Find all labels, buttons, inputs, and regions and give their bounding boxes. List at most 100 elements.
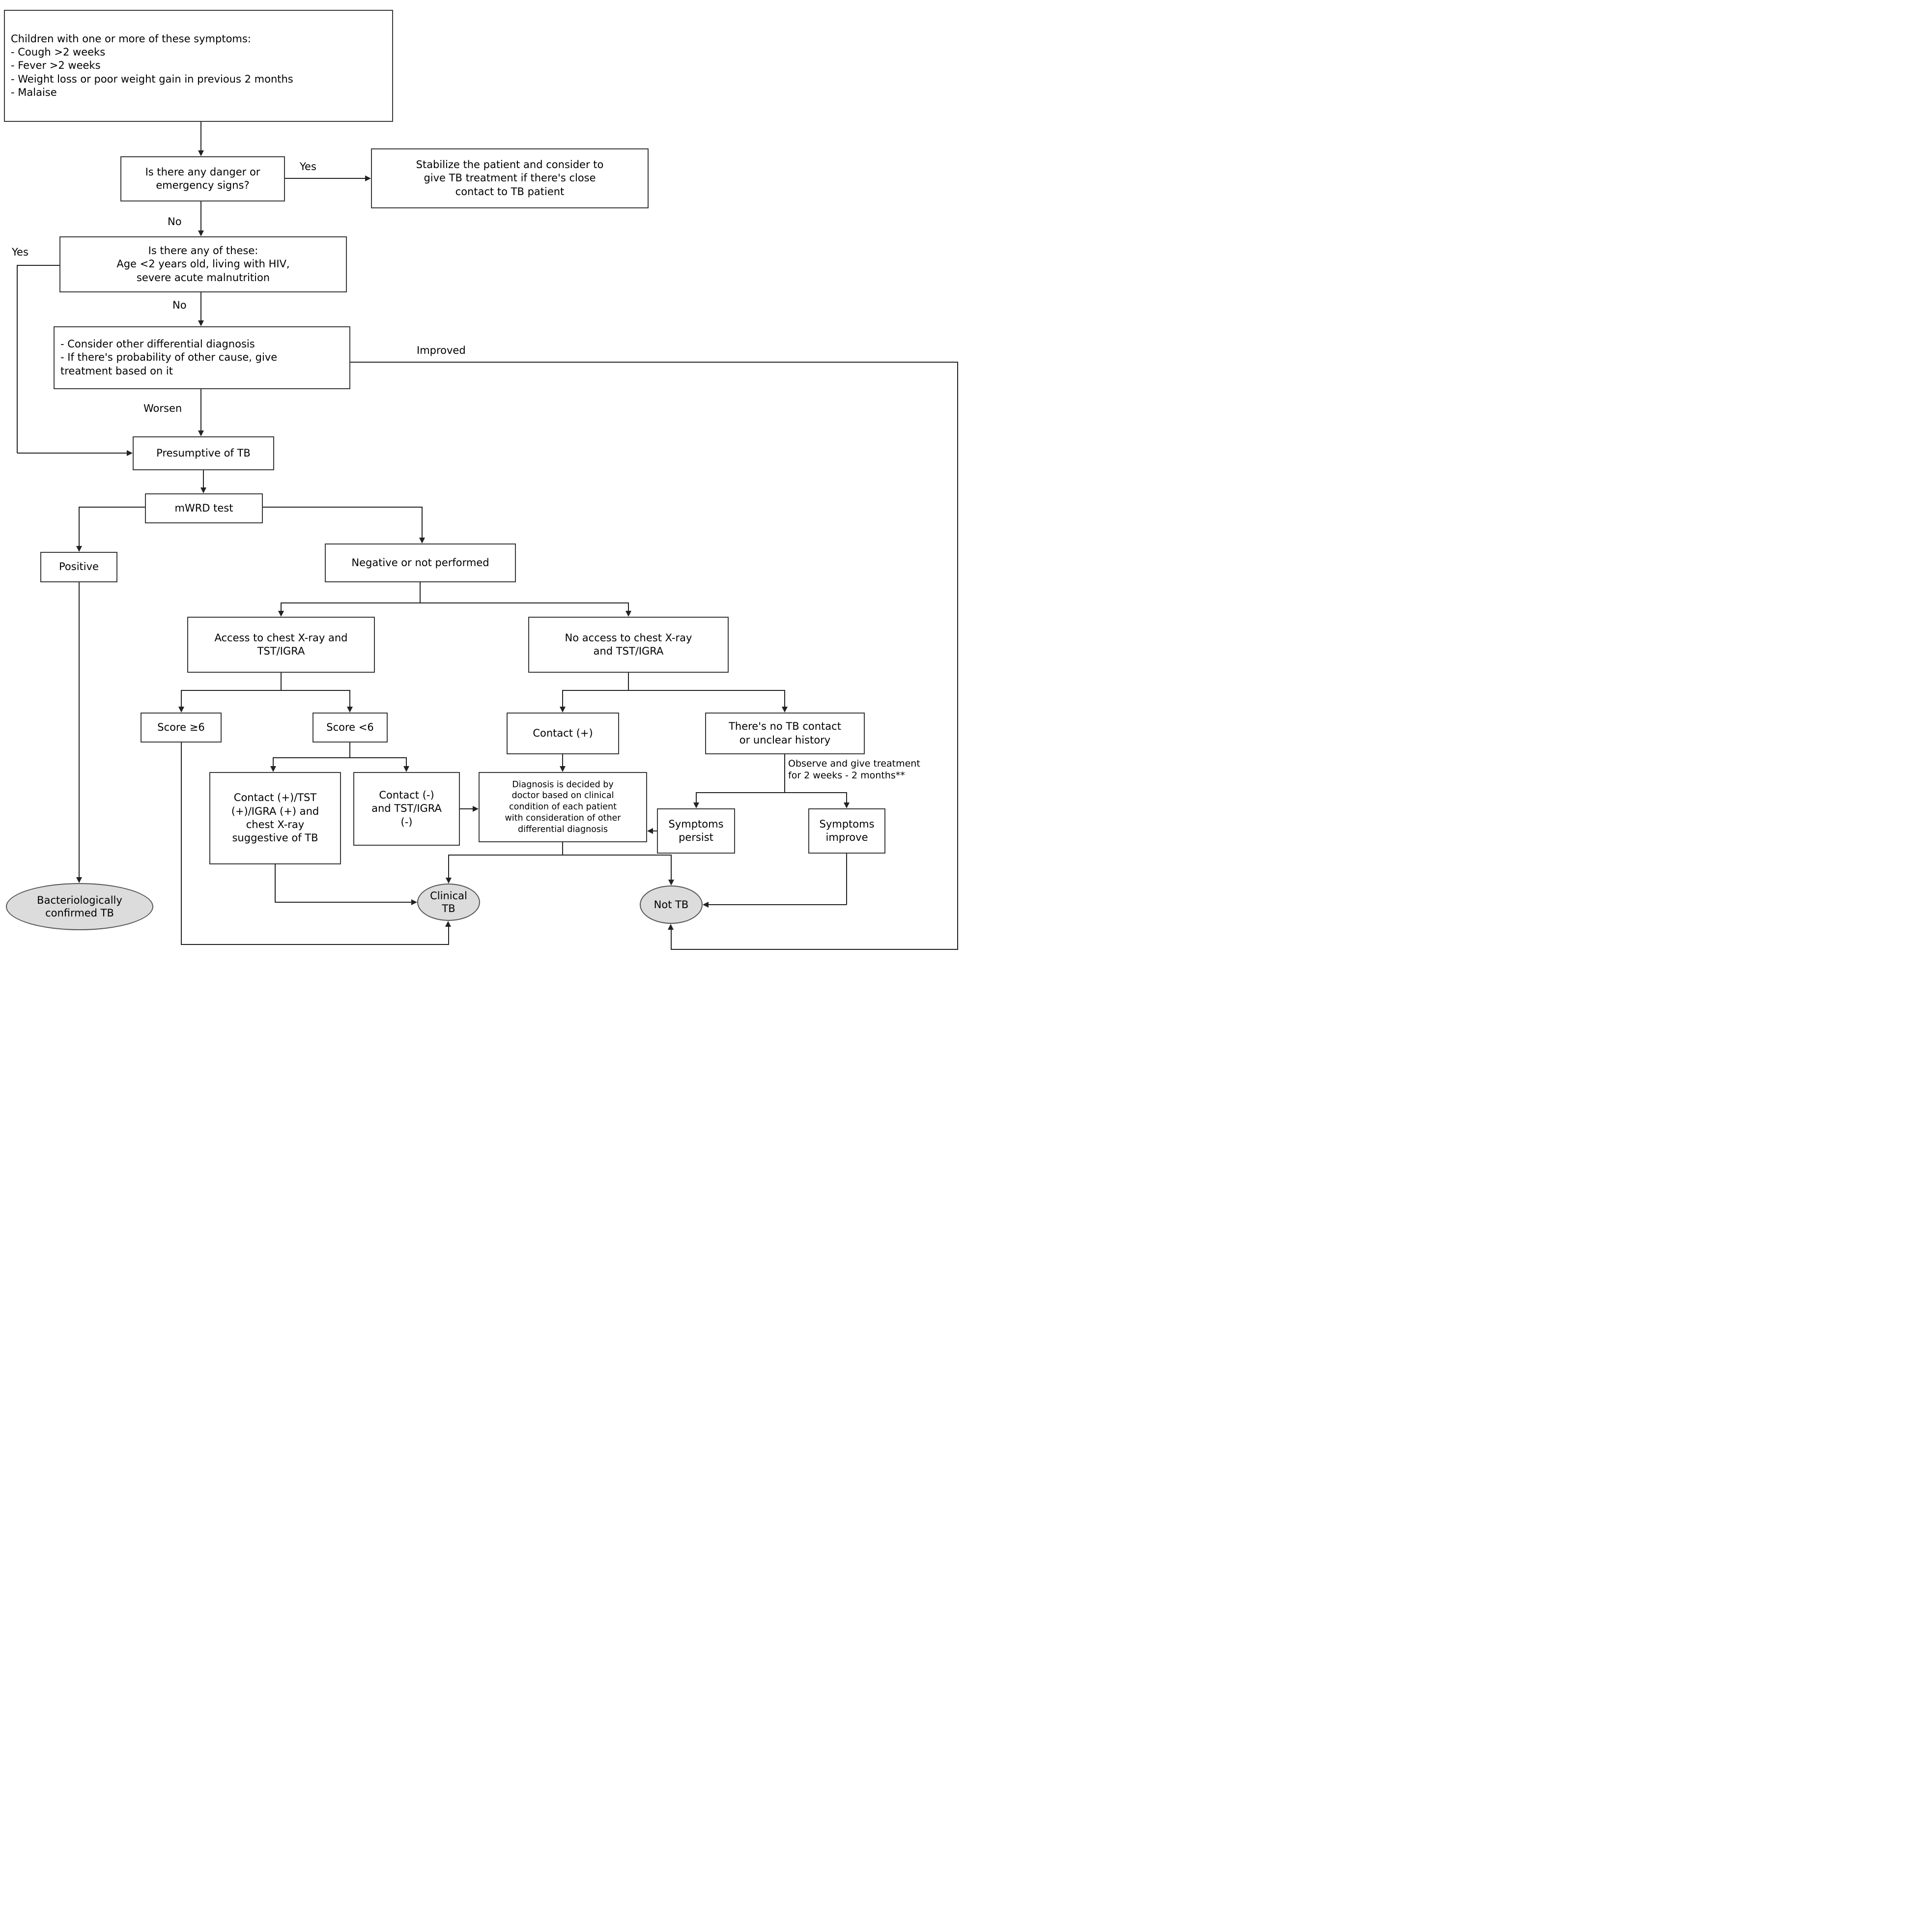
flow-line xyxy=(181,690,182,707)
node-negative: Negative or not performed xyxy=(325,543,516,582)
flow-line xyxy=(349,690,350,707)
consider-line: treatment based on it xyxy=(60,365,173,377)
clinical-line: TB xyxy=(442,903,455,915)
contact-neg-line: and TST/IGRA xyxy=(371,802,442,815)
flow-line xyxy=(628,602,629,611)
flow-line xyxy=(696,792,847,793)
flow-line xyxy=(200,201,201,231)
terminal-bacteriologically-confirmed-tb: Bacteriologically confirmed TB xyxy=(6,883,153,930)
consider-line: - If there's probability of other cause,… xyxy=(60,351,278,364)
node-symptoms-improve: Symptoms improve xyxy=(808,808,885,854)
arrowhead xyxy=(127,450,133,456)
danger-line: emergency signs? xyxy=(156,179,250,191)
edge-label-yes-screening: Yes xyxy=(12,246,28,258)
flow-line xyxy=(671,930,672,950)
arrowhead xyxy=(625,611,631,617)
diagnosis-line: doctor based on clinical xyxy=(511,791,614,801)
node-danger-signs: Is there any danger or emergency signs? xyxy=(120,156,285,201)
arrowhead xyxy=(647,828,653,834)
diagnosis-line: Diagnosis is decided by xyxy=(512,779,614,790)
presumptive-label: Presumptive of TB xyxy=(156,447,251,459)
contact-positive-label: Contact (+) xyxy=(533,727,593,739)
flow-line xyxy=(181,690,350,691)
arrowhead xyxy=(200,487,206,493)
consider-line: - Consider other differential diagnosis xyxy=(60,338,255,350)
arrowhead xyxy=(365,175,371,181)
node-contact-tst-igra-negative: Contact (-) and TST/IGRA (-) xyxy=(353,772,460,846)
screening-line: Age <2 years old, living with HIV, xyxy=(116,258,290,270)
observe-line: for 2 weeks - 2 months** xyxy=(788,770,905,781)
flow-line xyxy=(671,855,672,880)
contact-tst-line: (+)/IGRA (+) and xyxy=(231,805,319,817)
flow-line xyxy=(349,743,350,758)
arrowhead xyxy=(560,707,566,713)
no-access-line: No access to chest X-ray xyxy=(565,631,692,644)
mwrd-label: mWRD test xyxy=(174,502,233,514)
edge-label-worsen: Worsen xyxy=(143,402,182,414)
arrowhead xyxy=(403,766,409,772)
arrowhead xyxy=(668,924,674,930)
terminal-clinical-tb: Clinical TB xyxy=(417,884,480,921)
improve-line: improve xyxy=(825,831,868,843)
node-mwrd-test: mWRD test xyxy=(145,493,263,523)
symptoms-line: - Weight loss or poor weight gain in pre… xyxy=(11,73,293,85)
arrowhead xyxy=(347,707,353,713)
score-ge6-label: Score ≥6 xyxy=(157,721,205,733)
symptoms-line: - Cough >2 weeks xyxy=(11,46,106,58)
improve-line: Symptoms xyxy=(819,818,875,830)
arrowhead xyxy=(446,878,452,884)
node-contact-positive: Contact (+) xyxy=(507,713,619,754)
flow-line xyxy=(957,362,958,950)
flow-line xyxy=(460,808,473,809)
flow-line xyxy=(281,602,282,611)
flow-line xyxy=(448,927,449,945)
flow-line xyxy=(563,690,785,691)
negative-label: Negative or not performed xyxy=(351,556,489,569)
bacteriological-line: confirmed TB xyxy=(45,907,114,919)
score-lt6-label: Score <6 xyxy=(326,721,374,733)
flow-line xyxy=(696,792,697,803)
arrowhead xyxy=(693,802,699,808)
edge-label-observe-treatment: Observe and give treatment for 2 weeks -… xyxy=(788,758,920,782)
arrowhead xyxy=(782,707,788,713)
flow-line xyxy=(275,902,411,903)
edge-label-no-danger: No xyxy=(168,216,182,228)
arrowhead xyxy=(473,806,479,812)
arrowhead xyxy=(198,230,204,236)
observe-line: Observe and give treatment xyxy=(788,758,920,769)
arrowhead xyxy=(198,320,204,326)
flow-line xyxy=(406,757,407,767)
contact-tst-line: chest X-ray xyxy=(246,819,305,830)
stabilize-line: give TB treatment if there's close xyxy=(424,172,596,184)
flow-line xyxy=(79,507,80,546)
flow-line xyxy=(784,754,785,793)
flow-line xyxy=(784,690,785,707)
node-no-tb-contact: There's no TB contact or unclear history xyxy=(705,713,865,754)
positive-label: Positive xyxy=(59,561,99,573)
symptoms-line: - Malaise xyxy=(11,86,57,98)
screening-line: severe acute malnutrition xyxy=(136,271,270,284)
access-line: TST/IGRA xyxy=(257,645,305,657)
flow-line xyxy=(79,507,145,508)
contact-neg-line: Contact (-) xyxy=(379,789,434,801)
flow-line xyxy=(628,673,629,690)
symptoms-line: Children with one or more of these sympt… xyxy=(11,32,251,45)
flow-line xyxy=(448,855,449,878)
arrowhead xyxy=(844,802,850,808)
clinical-line: Clinical xyxy=(430,889,467,902)
flow-line xyxy=(17,453,127,454)
flow-line xyxy=(181,944,449,945)
no-contact-line: There's no TB contact xyxy=(729,720,841,733)
edge-label-yes-danger: Yes xyxy=(300,161,316,172)
flow-line xyxy=(846,792,847,803)
arrowhead xyxy=(270,766,276,772)
flow-line xyxy=(200,292,201,321)
contact-tst-line: Contact (+)/TST xyxy=(233,792,317,804)
no-access-line: and TST/IGRA xyxy=(593,645,664,657)
node-score-ge6: Score ≥6 xyxy=(141,713,222,743)
node-doctor-diagnosis: Diagnosis is decided by doctor based on … xyxy=(479,772,647,842)
persist-line: persist xyxy=(679,831,713,843)
flow-line xyxy=(200,122,201,153)
no-contact-line: or unclear history xyxy=(739,734,831,746)
persist-line: Symptoms xyxy=(668,818,724,830)
